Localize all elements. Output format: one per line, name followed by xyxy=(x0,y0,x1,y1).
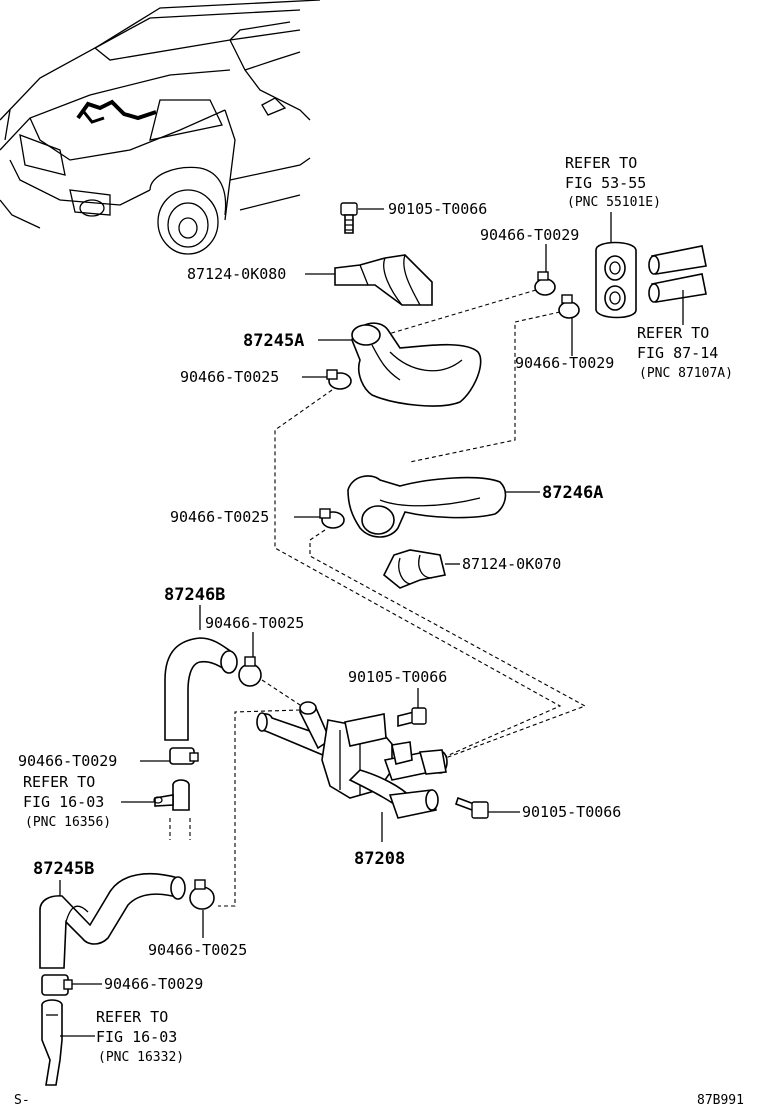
heater-core-port-icon xyxy=(595,241,637,319)
part-number-label: 87124-0K080 xyxy=(187,265,286,283)
refer-pnc: (PNC 16332) xyxy=(98,1050,184,1065)
refer-figure: FIG 16-03 xyxy=(23,793,104,811)
refer-label: REFER TO xyxy=(23,773,95,791)
bolt-icon xyxy=(397,707,427,728)
hose-clamp-icon xyxy=(189,879,215,910)
hose-clamp-icon xyxy=(41,974,73,996)
hose-clamp-icon xyxy=(238,656,262,687)
bolt-icon xyxy=(340,202,358,234)
part-number-label: 90466-T0025 xyxy=(180,368,279,386)
part-number-label: 90105-T0066 xyxy=(348,668,447,686)
pipe-fitting-icon xyxy=(153,779,191,840)
bolt-icon xyxy=(454,796,489,819)
pipe-fitting-icon xyxy=(41,999,63,1086)
bracket-icon xyxy=(382,549,446,589)
part-number-label: 87124-0K070 xyxy=(462,555,561,573)
refer-figure: FIG 53-55 xyxy=(565,174,646,192)
hose-icon xyxy=(39,872,186,969)
diagram-id: 87B991 xyxy=(697,1093,744,1108)
hose-clamp-icon xyxy=(558,294,580,319)
pipe-icon xyxy=(648,245,707,303)
refer-figure: FIG 87-14 xyxy=(637,344,718,362)
bracket-icon xyxy=(334,254,433,306)
car-front-icon xyxy=(0,0,321,255)
part-number-label: 90466-T0025 xyxy=(148,941,247,959)
part-number-label: 90466-T0029 xyxy=(18,752,117,770)
refer-figure: FIG 16-03 xyxy=(96,1028,177,1046)
part-number-label: 87245B xyxy=(33,859,94,879)
part-number-label: 90466-T0025 xyxy=(205,614,304,632)
part-number-label: 87245A xyxy=(243,331,304,351)
part-number-label: 87208 xyxy=(354,849,405,869)
refer-label: REFER TO xyxy=(565,154,637,172)
hose-clamp-icon xyxy=(534,271,556,296)
part-number-label: 90466-T0029 xyxy=(104,975,203,993)
refer-pnc: (PNC 55101E) xyxy=(567,195,661,210)
refer-pnc: (PNC 16356) xyxy=(25,815,111,830)
part-number-label: 90466-T0029 xyxy=(480,226,579,244)
part-number-label: 90466-T0029 xyxy=(515,354,614,372)
part-number-label: 87246A xyxy=(542,483,603,503)
refer-pnc: (PNC 87107A) xyxy=(639,366,733,381)
refer-label: REFER TO xyxy=(96,1008,168,1026)
part-number-label: 90105-T0066 xyxy=(522,803,621,821)
hose-icon xyxy=(351,322,482,407)
part-number-label: 90105-T0066 xyxy=(388,200,487,218)
hose-clamp-icon xyxy=(169,747,199,765)
hose-icon xyxy=(164,637,238,741)
corner-code: S- xyxy=(14,1093,30,1108)
hose-clamp-icon xyxy=(326,369,352,390)
hose-clamp-icon xyxy=(319,508,345,529)
hose-icon xyxy=(347,475,507,538)
water-valve-icon xyxy=(256,701,448,819)
part-number-label: 90466-T0025 xyxy=(170,508,269,526)
refer-label: REFER TO xyxy=(637,324,709,342)
part-number-label: 87246B xyxy=(164,585,225,605)
